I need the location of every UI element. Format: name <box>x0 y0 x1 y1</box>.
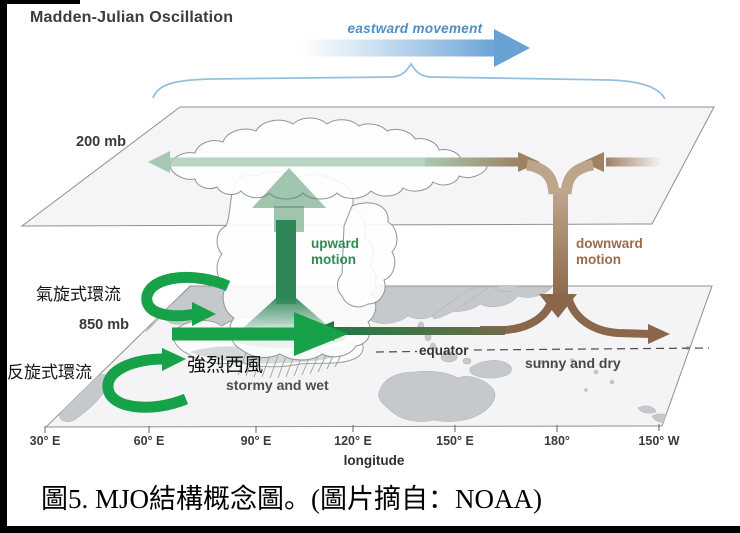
surface-right-arrowhead <box>648 324 670 344</box>
new-zealand-north <box>637 405 657 414</box>
tick-90e: 90° E <box>240 434 272 448</box>
diagram-title: Madden-Julian Oscillation <box>30 9 234 26</box>
level-200mb-label: 200 mb <box>76 134 126 150</box>
longitude-ticks <box>44 424 660 433</box>
figure-caption: 圖5. MJO結構概念圖。(圖片摘自：NOAA) <box>41 484 542 514</box>
tick-60e: 60° E <box>133 434 165 448</box>
converging-left-arrowhead <box>582 152 604 172</box>
cyclonic-loop-icon <box>141 272 231 326</box>
pacific-island <box>584 388 588 392</box>
eastward-arrow-icon <box>300 29 530 67</box>
level-850mb-label: 850 mb <box>79 317 129 333</box>
equator-label: equator <box>419 343 469 358</box>
pacific-island <box>537 359 543 365</box>
equator-line <box>375 347 710 353</box>
sulawesi-island <box>462 357 472 365</box>
pacific-island <box>570 358 574 362</box>
longitude-axis-label: longitude <box>343 453 405 468</box>
pacific-island <box>553 363 559 369</box>
anticyclonic-label: 反旋式環流 <box>7 363 92 382</box>
tick-180: 180° <box>544 434 570 448</box>
kuril-sliver <box>493 286 519 292</box>
tick-150e: 150° E <box>436 434 474 448</box>
stormy-wet-label: stormy and wet <box>226 377 329 393</box>
strong-westerly-label: 強烈西風 <box>187 355 264 376</box>
frame-left-bar <box>0 0 7 533</box>
down-arrowhead <box>539 294 577 318</box>
frame-bottom-bar <box>0 526 740 533</box>
tick-120e: 120° E <box>334 434 372 448</box>
anticyclonic-loop-icon <box>102 348 189 413</box>
eastward-movement-label: eastward movement <box>347 21 483 36</box>
cyclonic-label: 氣旋式環流 <box>36 285 121 304</box>
pacific-island <box>698 352 702 356</box>
rain-hatching <box>237 352 343 379</box>
tick-150w: 150° W <box>638 434 680 448</box>
frame-top-bar <box>0 0 80 4</box>
japan-islands <box>431 286 489 320</box>
downward-arrow-icon <box>480 159 670 344</box>
outflow-arrow-icon <box>148 151 660 173</box>
brace-icon <box>152 62 666 100</box>
borneo-island <box>440 351 458 363</box>
philippines-island-2 <box>430 342 436 350</box>
new-guinea-island <box>469 360 512 379</box>
pacific-island <box>593 369 599 375</box>
sunny-dry-label: sunny and dry <box>525 355 621 371</box>
downward-motion-label: downward motion <box>576 236 643 267</box>
pacific-island <box>609 379 615 385</box>
upward-motion-label: upward motion <box>311 236 360 267</box>
tick-30e: 30° E <box>29 434 61 448</box>
westerly-arrow-icon <box>172 312 348 356</box>
australia-landmass <box>378 370 496 422</box>
